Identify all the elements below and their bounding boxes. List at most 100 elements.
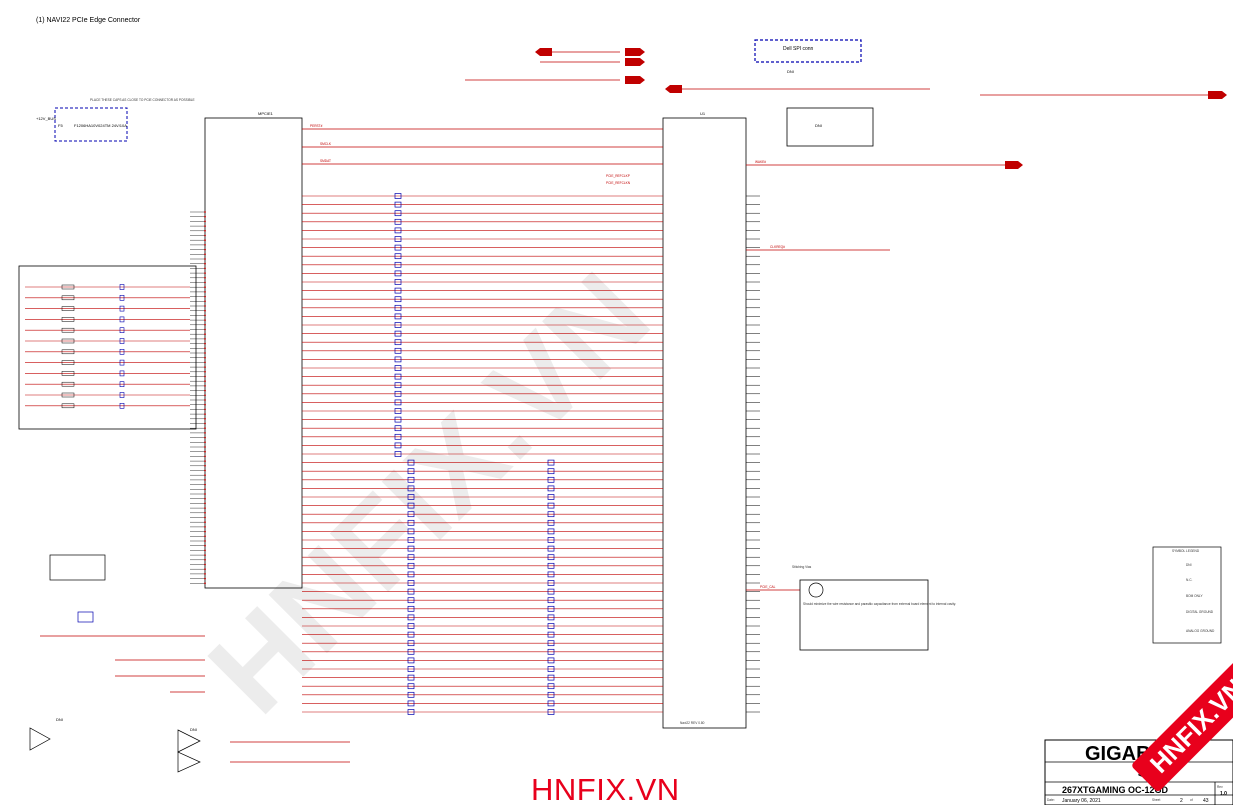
lane-cap (394, 244, 402, 251)
pin-node (204, 211, 206, 213)
lane-cap (547, 554, 555, 561)
sheet-title: (1) NAVI22 PCIe Edge Connector (36, 17, 141, 24)
pin-node (204, 441, 206, 444)
strap-cap (119, 338, 125, 344)
pin-node (204, 493, 206, 495)
lane-cap (547, 666, 555, 672)
lane-cap (407, 597, 415, 604)
left-connector: MPCIE1 (204, 111, 303, 589)
lane-cap (547, 623, 555, 629)
lane-cap (394, 210, 402, 217)
sig-wake: WAKE# (755, 160, 766, 164)
sheet-total: 43 (1203, 798, 1209, 804)
lane-cap (407, 691, 415, 698)
lane-cap (547, 468, 555, 475)
lane-cap (394, 313, 402, 320)
pin-node (204, 380, 206, 383)
project-name: 267XTGAMING OC-12GD (1062, 785, 1169, 795)
sig-smdat: SMDAT (320, 159, 331, 163)
pcie-lanes (302, 193, 760, 715)
sig-smclk: SMCLK (320, 142, 332, 146)
pin-node (204, 361, 206, 364)
lane-cap (407, 545, 415, 552)
lane-cap (547, 459, 555, 466)
pin-node (204, 258, 206, 260)
right-gpu-ref: U1 (700, 111, 706, 116)
pin-node (204, 220, 206, 223)
pin-node (204, 535, 206, 538)
pin-node (204, 427, 206, 430)
date-label: Date: (1047, 798, 1055, 802)
lane-cap (407, 674, 415, 681)
pin-node (204, 338, 206, 340)
pin-node (204, 450, 206, 453)
lane-cap (407, 562, 415, 569)
lane-cap (394, 347, 402, 354)
sig-refclk-n: PCIE_REFCLKN (606, 181, 631, 185)
pin-node (204, 385, 206, 387)
pin-node (204, 399, 206, 401)
lane-cap (407, 700, 415, 707)
pin-node (204, 272, 206, 274)
pin-node (204, 469, 206, 472)
pin-node (204, 328, 206, 331)
strap-cap (119, 294, 125, 301)
lane-cap (407, 683, 415, 690)
lane-cap (394, 270, 402, 277)
spi-box: Dell SPI conn DNI (754, 39, 862, 74)
watermark: HNFIX.VN (184, 248, 675, 739)
strap-cap (119, 392, 125, 398)
svg-text:DNI: DNI (815, 123, 822, 128)
pin-node (204, 563, 206, 566)
symbol-legend: SYMBOL LEGEND DNI N.C. BOM ONLY DIGITAL … (1152, 546, 1222, 644)
lane-cap (394, 425, 402, 432)
lane-cap (407, 485, 415, 492)
lane-cap (407, 580, 415, 586)
lane-cap (407, 494, 415, 500)
right-gpu: U1 Navi22 REV 0.80 (662, 111, 747, 729)
lane-cap (547, 494, 555, 500)
pin-node (204, 502, 206, 505)
pin-node (204, 253, 206, 256)
of-label: of (1190, 798, 1193, 802)
lane-cap (394, 451, 402, 457)
legend-item-4: ANALOG GROUND (1186, 629, 1215, 633)
lane-cap (407, 511, 415, 518)
pin-node (204, 403, 206, 406)
pin-node (204, 526, 206, 528)
lane-cap (407, 528, 415, 535)
strap-resistor (61, 284, 75, 290)
legend-item-1: N.C. (1186, 578, 1192, 582)
left-pins (190, 211, 206, 585)
pin-node (204, 582, 206, 585)
pin-node (204, 408, 206, 411)
lane-cap (547, 562, 555, 569)
strap-bank (18, 265, 197, 430)
pin-node (204, 507, 206, 509)
lane-cap (547, 700, 555, 707)
lane-cap (547, 545, 555, 552)
pin-node (204, 422, 206, 425)
pin-node (204, 516, 206, 519)
lane-cap (547, 614, 555, 621)
lane-cap (407, 588, 415, 595)
strap-resistor (61, 360, 75, 365)
lane-cap (407, 640, 415, 647)
lane-cap (547, 640, 555, 647)
lane-cap (547, 683, 555, 690)
lane-cap (547, 580, 555, 586)
lane-cap (407, 476, 415, 483)
pin-node (204, 225, 206, 228)
svg-text:DNI: DNI (56, 717, 63, 722)
sig-perst: PERST# (310, 124, 323, 128)
caps-note: PLACE THESE CAPS AS CLOSE TO PCIE CONNEC… (90, 98, 195, 102)
date-value: January 06, 2021 (1062, 798, 1101, 804)
svg-text:DNI: DNI (190, 727, 197, 732)
pin-node (204, 544, 206, 547)
strap-cap (119, 316, 125, 323)
right-gpu-part: Navi22 REV 0.80 (680, 721, 705, 725)
lane-cap (407, 709, 415, 715)
lane-cap (394, 356, 402, 363)
legend-item-3: DIGITAL GROUND (1186, 610, 1214, 614)
lane-cap (394, 253, 402, 260)
